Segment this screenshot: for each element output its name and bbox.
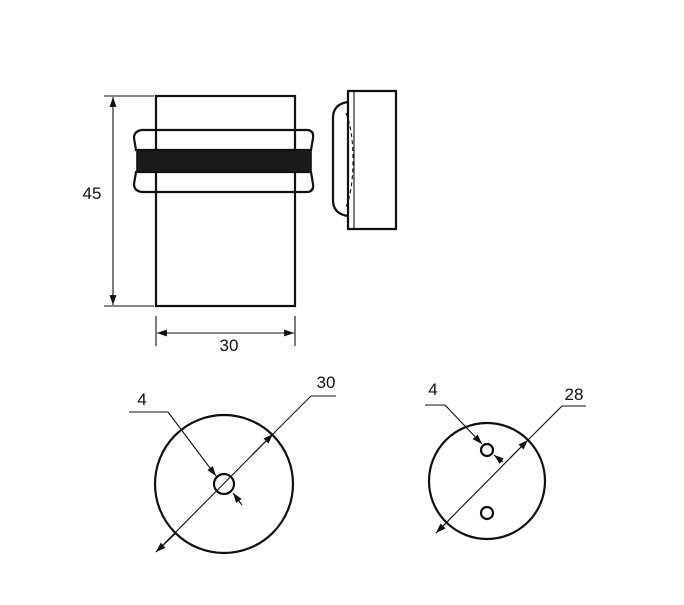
rubber-band [136,149,312,173]
base-hole-leader [167,411,217,477]
width-dimension: 30 [155,316,296,355]
base-plate-hole [212,472,236,496]
top-hole-label: 4 [428,380,437,399]
top-plate-hole-lower [479,505,495,521]
lower-collar [132,170,315,194]
top-hole-leader [444,404,483,445]
base-plate-circle [153,413,295,555]
upper-collar [132,128,315,152]
top-plate-view: 28 4 [425,380,586,541]
height-label: 45 [83,184,102,203]
width-label: 30 [220,336,239,355]
cap-side-view [331,89,398,231]
top-plate-circle [427,421,547,541]
cap-body [346,89,398,231]
top-diameter-label: 28 [565,385,584,404]
base-hole-label: 4 [137,390,146,409]
height-dimension: 45 [83,95,154,307]
top-plate-hole-upper [479,442,495,458]
base-diameter-label: 30 [317,373,336,392]
base-plate-view: 30 4 [129,373,336,555]
cap-pad [331,100,349,218]
stop-body [154,94,297,308]
side-elevation [132,94,315,308]
